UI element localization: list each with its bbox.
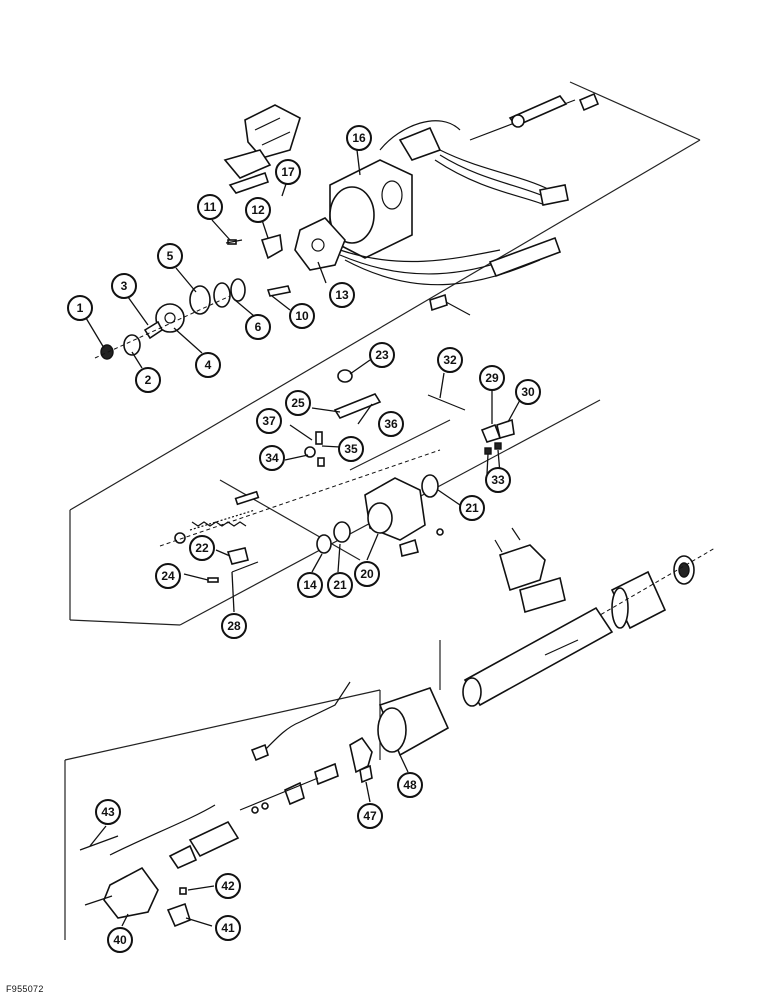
svg-text:3: 3 xyxy=(121,279,128,293)
callout-12: 12 xyxy=(245,197,271,223)
callout-47: 47 xyxy=(357,803,383,829)
lower-assembly xyxy=(79,681,373,928)
svg-text:36: 36 xyxy=(384,417,398,431)
svg-text:41: 41 xyxy=(221,921,235,935)
callout-17: 17 xyxy=(275,159,301,185)
callout-16: 16 xyxy=(346,125,372,151)
svg-text:21: 21 xyxy=(465,501,479,515)
svg-text:40: 40 xyxy=(113,933,127,947)
svg-text:21: 21 xyxy=(333,578,347,592)
svg-text:47: 47 xyxy=(363,809,377,823)
svg-text:5: 5 xyxy=(167,249,174,263)
svg-text:14: 14 xyxy=(303,578,317,592)
callout-29: 29 xyxy=(479,365,505,391)
callout-20: 20 xyxy=(354,561,380,587)
callout-34: 34 xyxy=(259,445,285,471)
upper-assembly xyxy=(94,92,600,360)
callout-36: 36 xyxy=(378,411,404,437)
svg-text:25: 25 xyxy=(291,396,305,410)
svg-text:30: 30 xyxy=(521,385,535,399)
svg-text:28: 28 xyxy=(227,619,241,633)
middle-assembly xyxy=(159,369,515,583)
callout-32: 32 xyxy=(437,347,463,373)
callout-5: 5 xyxy=(157,243,183,269)
svg-text:16: 16 xyxy=(352,131,366,145)
callout-37: 37 xyxy=(256,408,282,434)
svg-text:4: 4 xyxy=(205,358,212,372)
callout-35: 35 xyxy=(338,436,364,462)
callout-30: 30 xyxy=(515,379,541,405)
callout-48: 48 xyxy=(397,772,423,798)
callout-11: 11 xyxy=(197,194,223,220)
svg-text:23: 23 xyxy=(375,348,389,362)
callout-13: 13 xyxy=(329,282,355,308)
callout-4: 4 xyxy=(195,352,221,378)
svg-text:42: 42 xyxy=(221,879,235,893)
svg-text:20: 20 xyxy=(360,567,374,581)
leader-lines xyxy=(85,149,521,927)
callout-22: 22 xyxy=(189,535,215,561)
svg-text:13: 13 xyxy=(335,288,349,302)
svg-text:32: 32 xyxy=(443,353,457,367)
figure-id: F955072 xyxy=(6,984,44,994)
svg-text:6: 6 xyxy=(255,320,262,334)
callouts: 1 2 3 4 5 6 10 11 12 13 16 17 14 20 21 2… xyxy=(67,125,541,953)
callout-28: 28 xyxy=(221,613,247,639)
callout-6: 6 xyxy=(245,314,271,340)
svg-text:2: 2 xyxy=(145,373,152,387)
svg-text:1: 1 xyxy=(77,301,84,315)
svg-text:10: 10 xyxy=(295,309,309,323)
svg-text:33: 33 xyxy=(491,473,505,487)
callout-33: 33 xyxy=(485,467,511,493)
callout-23: 23 xyxy=(369,342,395,368)
callout-21a: 21 xyxy=(459,495,485,521)
svg-text:48: 48 xyxy=(403,778,417,792)
callout-42: 42 xyxy=(215,873,241,899)
svg-text:12: 12 xyxy=(251,203,265,217)
callout-14: 14 xyxy=(297,572,323,598)
svg-text:35: 35 xyxy=(344,442,358,456)
svg-text:43: 43 xyxy=(101,805,115,819)
svg-text:37: 37 xyxy=(262,414,276,428)
svg-text:24: 24 xyxy=(161,569,175,583)
svg-text:17: 17 xyxy=(281,165,295,179)
callout-25: 25 xyxy=(285,390,311,416)
callout-41: 41 xyxy=(215,915,241,941)
svg-text:11: 11 xyxy=(204,200,217,214)
callout-10: 10 xyxy=(289,303,315,329)
callout-40: 40 xyxy=(107,927,133,953)
callout-43: 43 xyxy=(95,799,121,825)
callout-21b: 21 xyxy=(327,572,353,598)
callout-24: 24 xyxy=(155,563,181,589)
callout-1: 1 xyxy=(67,295,93,321)
svg-text:29: 29 xyxy=(485,371,499,385)
svg-text:34: 34 xyxy=(265,451,279,465)
column-tube-assembly xyxy=(377,527,716,757)
callout-2: 2 xyxy=(135,367,161,393)
callout-3: 3 xyxy=(111,273,137,299)
svg-text:22: 22 xyxy=(195,541,209,555)
